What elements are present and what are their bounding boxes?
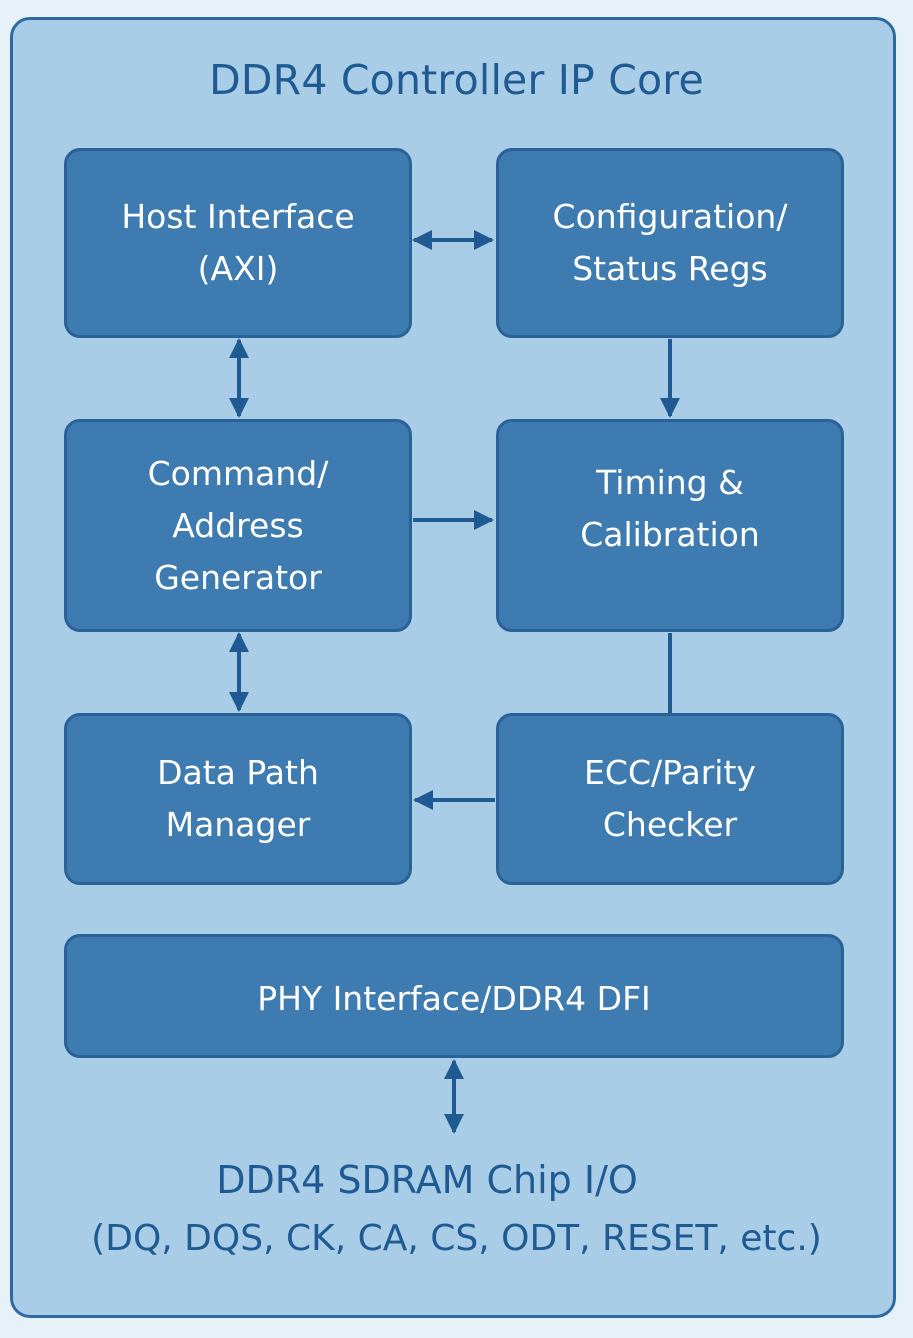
cmd-addr-gen-block: Command/ Address Generator [64, 419, 412, 632]
cmd-addr-gen-label-1: Command/ [147, 453, 329, 493]
ecc-parity-label-2: Checker [602, 805, 738, 844]
ecc-parity-label-1: ECC/Parity [584, 753, 756, 792]
cmd-addr-gen-label-3: Generator [154, 557, 322, 597]
chip-io-signals: (DQ, DQS, CK, CA, CS, ODT, RESET, etc.) [91, 1218, 822, 1259]
phy-interface-block: PHY Interface/DDR4 DFI [64, 934, 844, 1058]
config-status-label-2: Status Regs [572, 249, 768, 288]
host-interface-label-1: Host Interface [121, 197, 355, 236]
chip-io-title: DDR4 SDRAM Chip I/O [216, 1158, 638, 1202]
cmd-addr-gen-label-2: Address [172, 505, 304, 545]
config-status-label-1: Configuration/ [552, 197, 788, 236]
data-path-label-1: Data Path [157, 753, 319, 792]
data-path-label-2: Manager [165, 805, 311, 844]
diagram-title: DDR4 Controller IP Core [209, 56, 704, 104]
timing-calibration-block: Timing & Calibration [496, 419, 844, 632]
ecc-parity-block: ECC/Parity Checker [496, 713, 844, 885]
host-interface-label-2: (AXI) [197, 249, 279, 288]
timing-calibration-label-2: Calibration [580, 515, 760, 554]
config-status-block: Configuration/ Status Regs [496, 148, 844, 338]
host-interface-block: Host Interface (AXI) [64, 148, 412, 338]
timing-calibration-label-1: Timing & [596, 463, 744, 502]
phy-interface-label: PHY Interface/DDR4 DFI [257, 979, 651, 1018]
data-path-block: Data Path Manager [64, 713, 412, 885]
